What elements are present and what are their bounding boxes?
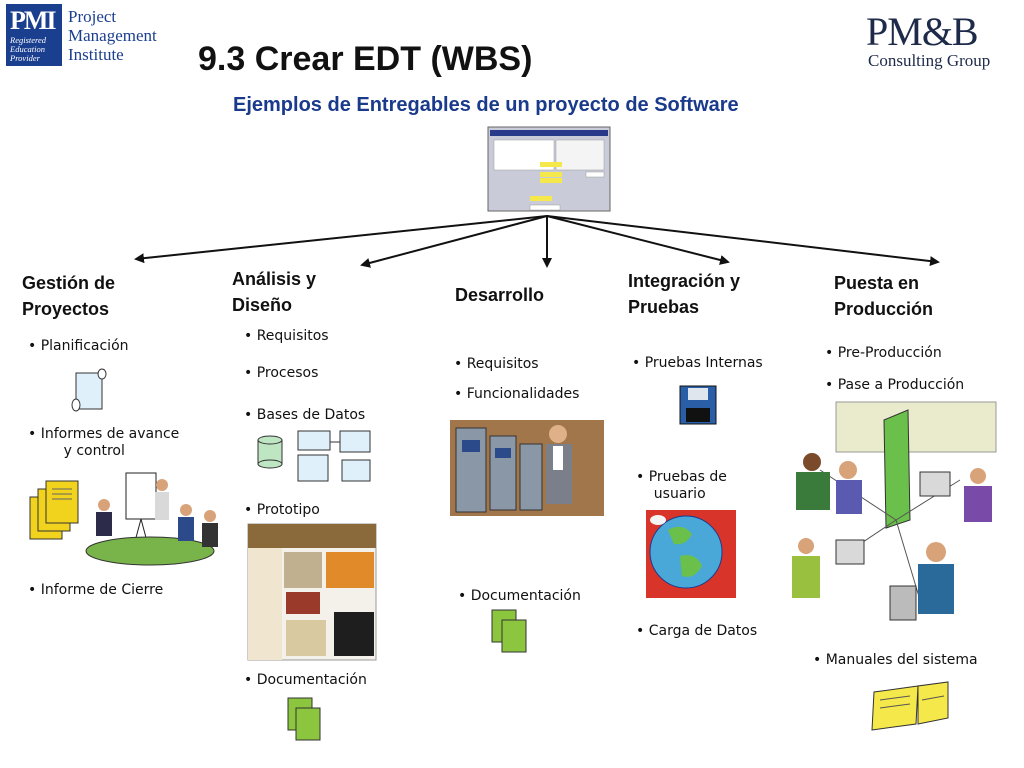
list-item: • Bases de Datos: [244, 407, 366, 423]
list-item: • Documentación: [458, 588, 581, 604]
list-item: • Informe de Cierre: [28, 582, 164, 598]
list-item: • Requisitos: [244, 328, 329, 344]
category-puesta: Puesta en Producción: [834, 273, 934, 319]
scroll-icon: [71, 368, 107, 412]
pmi-badge: PMI Registered Education Provider: [6, 4, 62, 66]
list-item: • Manuales del sistema: [813, 652, 978, 668]
meeting-illustration-icon: [85, 472, 218, 566]
arrow-integracion: [546, 215, 730, 265]
list-item: • Requisitos: [454, 356, 539, 372]
list-item: • Funcionalidades: [454, 386, 580, 402]
category-gestion: Gestión de Proyectos: [22, 273, 116, 319]
category-integracion: Integración y Pruebas: [628, 271, 741, 317]
spreadsheet-thumbnail-icon: [487, 126, 611, 212]
pmi-mark: PMI: [10, 6, 57, 35]
list-item: • Prototipo: [244, 502, 320, 518]
green-documents-icon: [491, 609, 527, 653]
list-item: • Pase a Producción: [825, 377, 965, 393]
list-item: • Pruebas de usuario: [636, 469, 727, 502]
category-analisis: Análisis y Diseño: [232, 269, 317, 315]
list-item: • Pre-Producción: [825, 345, 942, 361]
computer-network-illustration-icon: [792, 401, 997, 621]
green-documents-icon: [287, 697, 321, 741]
arrow-analisis: [360, 215, 548, 268]
website-prototype-icon: [247, 523, 377, 661]
arrow-puesta: [546, 215, 940, 267]
arrow-gestion: [134, 215, 548, 264]
atm-user-illustration-icon: [450, 420, 604, 516]
category-desarrollo: Desarrollo: [455, 285, 545, 305]
pmi-logo: PMI Registered Education Provider Projec…: [6, 4, 157, 68]
pmb-tagline: Consulting Group: [868, 51, 991, 70]
pmi-name: Project Management Institute: [68, 7, 157, 64]
open-book-icon: [871, 681, 949, 731]
pmb-logo: PM&B Consulting Group: [866, 12, 1016, 72]
list-item: • Pruebas Internas: [632, 355, 763, 371]
floppy-disk-icon: [679, 385, 717, 425]
pmi-registered-text: Registered Education Provider: [10, 35, 47, 63]
list-item: • Informes de avance y control: [28, 426, 180, 459]
page-title: 9.3 Crear EDT (WBS): [198, 40, 533, 78]
pmb-name: PM&B: [866, 9, 979, 54]
list-item: • Documentación: [244, 672, 367, 688]
yellow-documents-icon: [29, 480, 79, 540]
page-subtitle: Ejemplos de Entregables de un proyecto d…: [233, 94, 739, 116]
database-diagram-icon: [257, 430, 371, 482]
list-item: • Carga de Datos: [636, 623, 758, 639]
list-item: • Planificación: [28, 338, 129, 354]
connector-arrows: [134, 215, 940, 268]
globe-icon: [646, 510, 736, 598]
list-item: • Procesos: [244, 365, 319, 381]
